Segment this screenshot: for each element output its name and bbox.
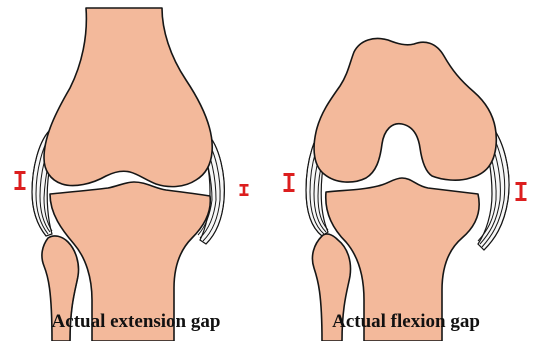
femur-bone-flexion: [314, 39, 496, 183]
gap-marker-lateral-flexion: [284, 173, 295, 192]
femur-bone: [44, 8, 212, 187]
flexion-knee: [306, 39, 509, 342]
extension-gap-caption: Actual extension gap: [20, 311, 252, 333]
gap-marker-medial-flexion: [516, 182, 527, 201]
extension-knee: [32, 8, 224, 341]
flexion-gap-caption: Actual flexion gap: [294, 311, 518, 333]
gap-marker-medial-extension: [240, 184, 249, 196]
gap-marker-lateral-extension: [15, 171, 26, 190]
